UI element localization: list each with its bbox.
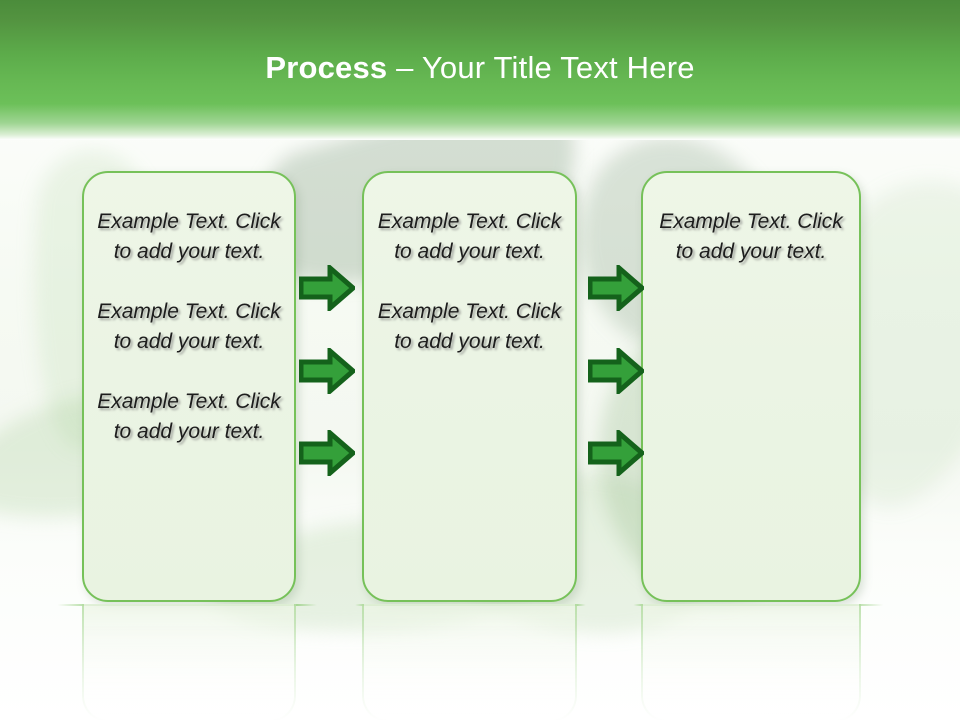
process-step-1-paragraph-3[interactable]: Example Text. Click to add your text. [97,390,281,443]
page-title-rest: – Your Title Text Here [387,50,695,85]
page-title: Process – Your Title Text Here [0,49,960,87]
process-step-1-content: Example Text. Click to add your text. Ex… [84,207,294,447]
arrow-right-icon [299,348,355,394]
title-banner: Process – Your Title Text Here [0,0,960,140]
arrow-right-icon [588,348,644,394]
process-step-1[interactable]: Example Text. Click to add your text. Ex… [82,171,296,602]
process-step-2-content: Example Text. Click to add your text. Ex… [364,207,575,357]
process-step-1-paragraph-2[interactable]: Example Text. Click to add your text. [97,300,281,353]
process-step-2-paragraph-1[interactable]: Example Text. Click to add your text. [377,210,562,263]
arrow-right-icon [299,265,355,311]
process-step-3-content: Example Text. Click to add your text. [643,207,859,267]
floor-line [0,604,960,606]
process-step-1-paragraph-1[interactable]: Example Text. Click to add your text. [97,210,281,263]
arrow-right-icon [588,430,644,476]
process-step-2-paragraph-2[interactable]: Example Text. Click to add your text. [377,300,562,353]
process-step-2[interactable]: Example Text. Click to add your text. Ex… [362,171,577,602]
process-step-3[interactable]: Example Text. Click to add your text. [641,171,861,602]
page-title-strong: Process [265,50,388,85]
arrow-right-icon [299,430,355,476]
process-step-3-paragraph-1[interactable]: Example Text. Click to add your text. [659,210,843,263]
arrow-right-icon [588,265,644,311]
